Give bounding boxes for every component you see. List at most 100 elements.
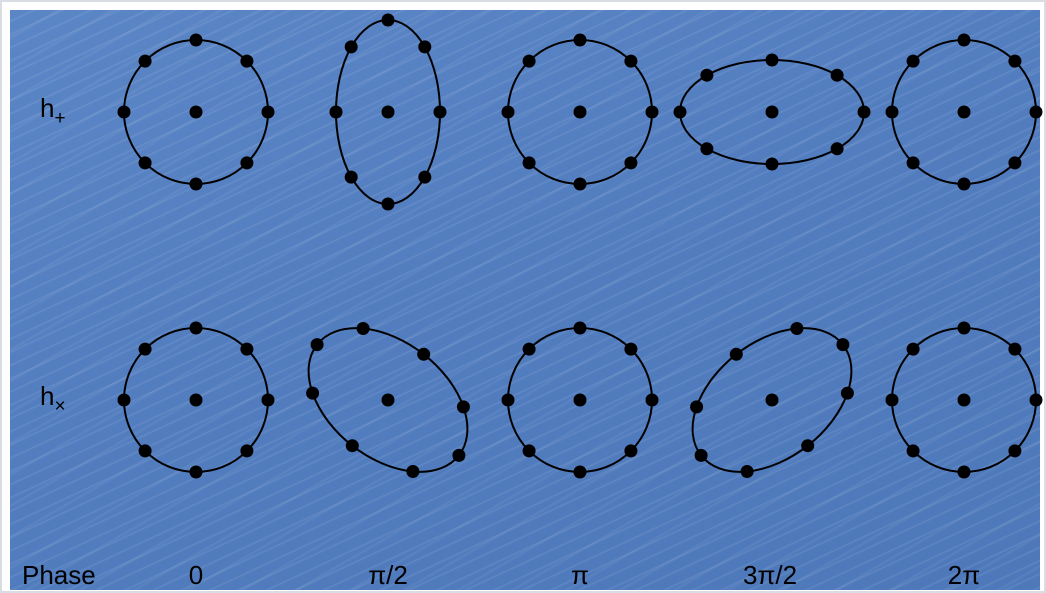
ring-particle <box>1008 444 1021 457</box>
center-particle <box>574 394 587 407</box>
ring-particle <box>766 158 779 171</box>
ring-particle <box>574 178 587 191</box>
ring-particle <box>741 465 754 478</box>
phase-value-three-pi-half: 3π/2 <box>743 560 797 590</box>
center-particle <box>958 394 971 407</box>
ring-particle <box>382 198 395 211</box>
ring-cross-phase-pi-half <box>281 299 494 501</box>
ring-particle <box>190 322 203 335</box>
ring-particle <box>958 178 971 191</box>
ring-particle <box>523 343 536 356</box>
ring-particle <box>574 466 587 479</box>
ring-particle <box>345 40 358 53</box>
ring-cross-phase-pi <box>502 322 659 479</box>
phase-value-pi: π <box>571 560 589 590</box>
ring-particle <box>240 343 253 356</box>
ring-particle <box>858 106 871 119</box>
ring-plus-phase-2pi <box>886 34 1043 191</box>
ring-particle <box>139 156 152 169</box>
ring-cross-phase-0 <box>118 322 275 479</box>
center-particle <box>382 106 395 119</box>
ring-particle <box>1030 394 1043 407</box>
ring-particle <box>345 171 358 184</box>
ring-particle <box>357 322 370 335</box>
phase-value-0: 0 <box>189 560 203 590</box>
ring-particle <box>695 449 708 462</box>
ring-particle <box>262 394 275 407</box>
ring-particle <box>624 444 637 457</box>
ring-particle <box>646 106 659 119</box>
ring-particle <box>836 338 849 351</box>
ring-particle <box>790 322 803 335</box>
ring-particle <box>434 106 447 119</box>
ring-particle <box>841 387 854 400</box>
ring-particle <box>574 34 587 47</box>
ring-particle <box>907 55 920 68</box>
ring-particle <box>730 348 743 361</box>
ring-particle <box>1008 55 1021 68</box>
ring-particle <box>523 444 536 457</box>
center-particle <box>190 106 203 119</box>
ring-particle <box>452 449 465 462</box>
ring-particle <box>907 156 920 169</box>
ring-particle <box>1030 106 1043 119</box>
ring-cross-phase-three-pi-half <box>665 299 878 501</box>
ring-particle <box>907 444 920 457</box>
ring-particle <box>958 34 971 47</box>
ring-particle <box>646 394 659 407</box>
ring-particle <box>502 106 515 119</box>
ring-plus-phase-pi-half <box>330 14 447 211</box>
center-particle <box>958 106 971 119</box>
phase-value-2pi: 2π <box>948 560 980 590</box>
ring-particle <box>417 348 430 361</box>
ring-particle <box>700 69 713 82</box>
ring-particle <box>346 439 359 452</box>
ring-particle <box>190 178 203 191</box>
ring-plus-phase-0 <box>118 34 275 191</box>
ring-particle <box>418 40 431 53</box>
ring-particle <box>674 106 687 119</box>
ring-particle <box>624 343 637 356</box>
ring-particle <box>574 322 587 335</box>
ring-particle <box>306 387 319 400</box>
center-particle <box>766 394 779 407</box>
ring-particle <box>502 394 515 407</box>
ring-particle <box>418 171 431 184</box>
ring-particle <box>262 106 275 119</box>
ring-particle <box>886 106 899 119</box>
ring-particle <box>139 343 152 356</box>
phase-label: Phase <box>22 560 96 590</box>
ring-particle <box>118 394 131 407</box>
ring-particle <box>382 14 395 27</box>
phase-value-pi-half: π/2 <box>368 560 408 590</box>
ring-particle <box>523 156 536 169</box>
center-particle <box>766 106 779 119</box>
center-particle <box>190 394 203 407</box>
ring-particle <box>624 55 637 68</box>
row-label-h-plus: h+ <box>40 93 66 129</box>
ring-particle <box>240 156 253 169</box>
ring-particle <box>831 142 844 155</box>
ring-particle <box>831 69 844 82</box>
row-label-h-cross: h× <box>40 381 66 417</box>
ring-particle <box>958 466 971 479</box>
ring-particle <box>118 106 131 119</box>
ring-particle <box>801 439 814 452</box>
ring-particle <box>700 142 713 155</box>
ring-particle <box>240 55 253 68</box>
ring-particle <box>690 400 703 413</box>
ring-particle <box>624 156 637 169</box>
ring-particle <box>457 400 470 413</box>
ring-cross-phase-2pi <box>886 322 1043 479</box>
ring-particle <box>406 465 419 478</box>
ring-particle <box>139 444 152 457</box>
center-particle <box>382 394 395 407</box>
ring-particle <box>523 55 536 68</box>
ring-particle <box>958 322 971 335</box>
ring-particle <box>190 34 203 47</box>
ring-particle <box>1008 156 1021 169</box>
ring-particle <box>330 106 343 119</box>
ring-particle <box>886 394 899 407</box>
ring-particle <box>311 338 324 351</box>
